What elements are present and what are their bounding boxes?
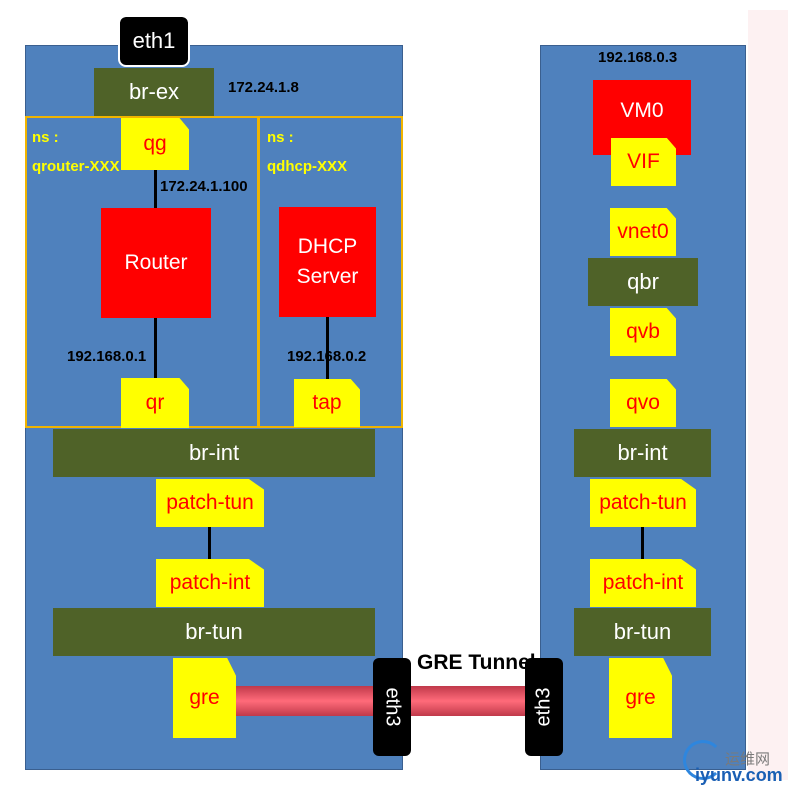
left-patch-int-port: patch-int [156,559,264,607]
qg-ip: 172.24.1.100 [160,178,248,195]
qr-port: qr [121,378,189,428]
right-eth3-label: eth3 [532,687,555,727]
watermark-logo-icon [683,740,723,780]
router-ns-label: ns : [32,129,59,146]
router-device: Router [101,208,211,318]
left-eth3-label: eth3 [381,687,404,727]
qvo-port: qvo [610,379,676,427]
qg-port: qg [121,118,189,170]
eth1-interface: eth1 [120,17,188,65]
right-gre-port: gre [609,658,672,738]
dhcp-namespace [258,116,403,428]
dhcp-ip: 192.168.0.2 [287,348,367,365]
left-eth3-interface: eth3 [373,658,411,756]
right-patch-tun-port: patch-tun [590,479,696,527]
router-qr-link [154,318,157,378]
dhcp-server-device: DHCP Server [279,207,376,317]
left-br-tun-bridge: br-tun [53,608,375,656]
eth1-tab-border [118,15,190,67]
tap-port: tap [294,379,360,427]
router-ns-name: qrouter-XXX [32,158,120,175]
right-eth3-interface: eth3 [525,658,563,756]
watermark-site: iyunv.com [695,765,783,785]
left-gre-port: gre [173,658,236,738]
dhcp-tap-link [326,317,329,379]
gre-tunnel-label: GRE Tunnel [417,651,536,674]
left-br-int-bridge: br-int [53,429,375,477]
dhcp-ns-label: ns : [267,129,294,146]
dhcp-label-line2: Server [296,265,359,288]
router-ip: 192.168.0.1 [67,348,147,365]
vif-port: VIF [611,138,676,186]
vm0-device: VM0 [593,80,691,155]
br-ex-ip: 172.24.1.8 [228,79,299,96]
right-br-tun-bridge: br-tun [574,608,711,656]
left-patch-tun-port: patch-tun [156,479,264,527]
background-strip [748,10,788,780]
br-ex-bridge: br-ex [94,68,214,116]
watermark-text: 运维网 [725,751,771,768]
qvb-port: qvb [610,308,676,356]
dhcp-ns-name: qdhcp-XXX [267,158,348,175]
qg-router-link [154,170,157,208]
vnet0-port: vnet0 [610,208,676,256]
right-patch-link [641,527,644,559]
right-patch-int-port: patch-int [590,559,696,607]
right-br-int-bridge: br-int [574,429,711,477]
vm-ip: 192.168.0.3 [598,49,678,66]
left-patch-link [208,527,211,559]
qbr-bridge: qbr [588,258,698,306]
dhcp-label-line1: DHCP [297,235,358,258]
